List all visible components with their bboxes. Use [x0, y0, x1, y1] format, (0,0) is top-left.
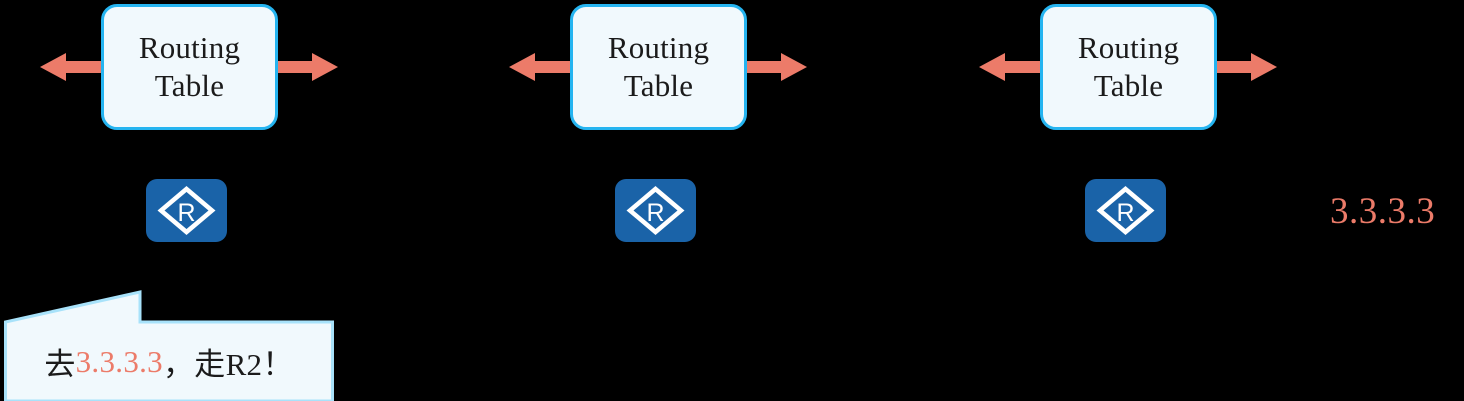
- callout-text-suffix: ，走R2！: [162, 347, 294, 382]
- routing-table-box-1: Routing Table: [101, 4, 278, 130]
- routing-table-box-2: Routing Table: [570, 4, 747, 130]
- router-icon-3: R: [1085, 179, 1166, 242]
- svg-text:R: R: [177, 199, 195, 227]
- routing-table-label-2: Routing Table: [607, 30, 710, 103]
- svg-text:R: R: [646, 199, 664, 227]
- routing-table-label-1: Routing Table: [138, 30, 241, 103]
- arrow-left-2: [509, 50, 573, 84]
- arrow-right-2: [743, 50, 807, 84]
- callout-text-prefix: 去: [44, 347, 76, 382]
- arrow-right-1: [274, 50, 338, 84]
- routing-table-box-3: Routing Table: [1040, 4, 1217, 130]
- callout-text-highlight: 3.3.3.3: [75, 343, 163, 379]
- router-icon-2: R: [615, 179, 696, 242]
- arrow-left-1: [40, 50, 104, 84]
- arrow-right-3: [1213, 50, 1277, 84]
- svg-text:R: R: [1116, 199, 1134, 227]
- destination-ip-label: 3.3.3.3: [1330, 191, 1436, 232]
- routing-table-label-3: Routing Table: [1077, 30, 1180, 103]
- router-icon-1: R: [146, 179, 227, 242]
- arrow-left-3: [979, 50, 1043, 84]
